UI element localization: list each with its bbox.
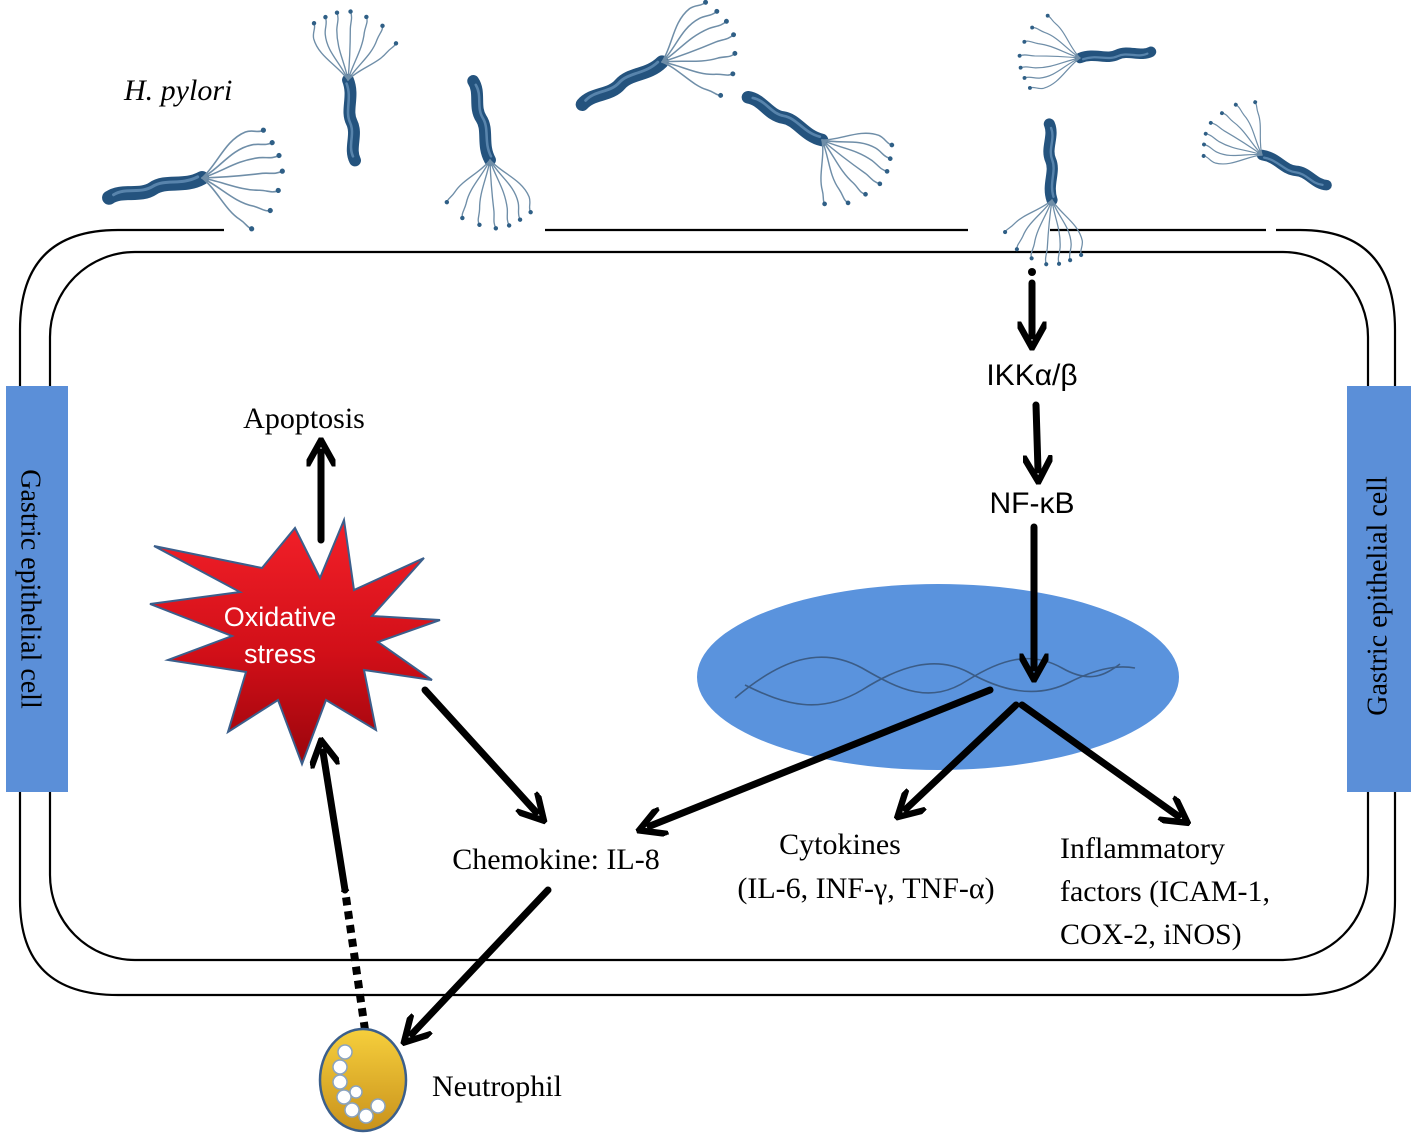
bacterium-icon bbox=[566, 0, 759, 157]
arrow-stress-to-il8 bbox=[421, 686, 536, 812]
left-cell-label: Gastric epithelial cell bbox=[15, 469, 46, 709]
inflammatory-label-line3: COX-2, iNOS) bbox=[1060, 918, 1242, 951]
bacterium-icon bbox=[101, 125, 295, 259]
arrow-il8-to-neutrophil bbox=[412, 886, 552, 1034]
bacterium-icon bbox=[1014, 5, 1153, 91]
arrow-neutrophil-to-stress bbox=[323, 752, 349, 894]
arrow-nucleus-to-inflammatory bbox=[1018, 701, 1178, 816]
bacterium-icon bbox=[720, 69, 903, 226]
cytokines-label-line2: (IL-6, INF-γ, TNF-α) bbox=[737, 872, 994, 905]
nucleus bbox=[697, 584, 1179, 770]
bacterium-icon bbox=[311, 5, 408, 163]
bacterium-icon bbox=[421, 75, 535, 240]
oxidative-stress-label-line2: stress bbox=[244, 639, 316, 669]
oxidative-stress-star: Oxidative stress bbox=[149, 516, 441, 767]
right-cell-bar: Gastric epithelial cell bbox=[1347, 386, 1411, 792]
oxidative-stress-label-line1: Oxidative bbox=[224, 602, 337, 632]
inflammatory-label-line1: Inflammatory bbox=[1060, 832, 1225, 865]
bacterium-icon bbox=[1194, 86, 1346, 210]
nfkb-label: NF-κB bbox=[990, 487, 1075, 520]
apoptosis-label: Apoptosis bbox=[243, 402, 365, 435]
arrow-nucleus-to-cytokines bbox=[906, 701, 1020, 809]
arrow-ikk-to-nfkb bbox=[1036, 401, 1038, 470]
ikk-label: IKKα/β bbox=[986, 359, 1077, 392]
bacterium-icon bbox=[999, 123, 1083, 268]
chemokine-label: Chemokine: IL-8 bbox=[452, 843, 659, 876]
dashed-neutrophil-to-stress bbox=[341, 889, 369, 1031]
neutrophil-cell bbox=[318, 1027, 408, 1133]
right-cell-label: Gastric epithelial cell bbox=[1362, 476, 1393, 716]
inflammatory-label-line2: factors (ICAM-1, bbox=[1060, 875, 1270, 908]
cytokines-label-line1: Cytokines bbox=[779, 828, 901, 861]
left-cell-bar: Gastric epithelial cell bbox=[6, 386, 68, 792]
h-pylori-label: H. pylori bbox=[123, 74, 232, 107]
arrow-nucleus-to-il8 bbox=[650, 686, 994, 826]
neutrophil-label: Neutrophil bbox=[432, 1070, 562, 1103]
h-pylori-bacteria bbox=[101, 0, 1346, 268]
